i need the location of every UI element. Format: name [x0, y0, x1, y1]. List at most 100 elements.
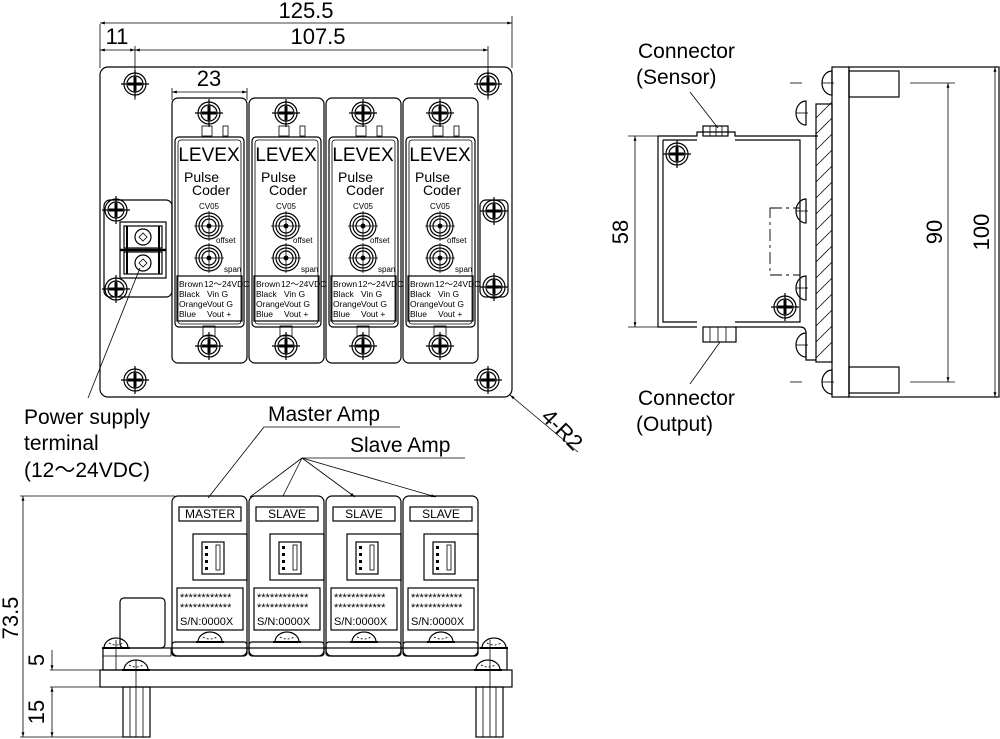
- amp-type-tag: SLAVE: [345, 507, 383, 521]
- sensor-connector: [702, 125, 729, 137]
- offset-label: offset: [216, 236, 236, 245]
- offset-label: offset: [447, 236, 467, 245]
- svg-text:Blue: Blue: [256, 309, 273, 319]
- span-knob[interactable]: [347, 242, 379, 274]
- svg-text:Blue: Blue: [333, 309, 350, 319]
- side-screw-icon: [661, 138, 693, 170]
- leader-corner-radius: [509, 394, 579, 453]
- output-connector-icon: [205, 546, 208, 570]
- mount-screw-icon: [119, 68, 151, 100]
- svg-text:Brown: Brown: [179, 279, 203, 289]
- power-supply-label-1: Power supply: [24, 406, 151, 429]
- dim-total-height: 73.5: [0, 597, 23, 640]
- svg-text:Black: Black: [256, 289, 278, 299]
- master-amp-label: Master Amp: [268, 403, 380, 426]
- mounting-leg: [122, 686, 151, 738]
- label-stars-2: ************: [411, 602, 463, 614]
- leader-master-amp: [207, 426, 265, 499]
- pulse-coder-module: LEVEX Pulse Coder CV05 offset span Brown…: [171, 97, 249, 364]
- model-label: CV05: [430, 202, 451, 211]
- leader-power-supply: [87, 267, 141, 399]
- module-screw-icon: [347, 97, 379, 129]
- amp-module-front: SLAVE ************ ************ S/N:0000…: [248, 495, 325, 657]
- label-stars-1: ************: [411, 592, 463, 604]
- dim-leg-height: 15: [24, 700, 49, 724]
- mount-screw-icon: [472, 364, 504, 396]
- span-knob[interactable]: [270, 242, 302, 274]
- dim-hole-pitch-vertical: 90: [922, 220, 947, 244]
- front-view: 73.5 5 15: [0, 495, 513, 738]
- din-rail-outline: [769, 207, 801, 276]
- model-label: CV05: [276, 202, 297, 211]
- mount-screw-icon: [119, 364, 151, 396]
- svg-text:Blue: Blue: [179, 309, 196, 319]
- svg-text:Vout G: Vout G: [284, 299, 310, 309]
- module-screw-icon: [193, 97, 225, 129]
- amp-type-tag: SLAVE: [422, 507, 460, 521]
- amp-type-tag: SLAVE: [268, 507, 306, 521]
- connector-output-label-1: Connector: [638, 387, 735, 410]
- product-line2: Coder: [269, 182, 307, 198]
- svg-text:Orange: Orange: [256, 299, 285, 309]
- product-line2: Coder: [192, 182, 230, 198]
- svg-text:Black: Black: [410, 289, 432, 299]
- side-leg: [848, 366, 900, 394]
- svg-text:12～24VDC: 12～24VDC: [204, 279, 249, 289]
- dim-hole-pitch: 107.5: [290, 24, 345, 49]
- product-line2: Coder: [423, 182, 461, 198]
- pulse-coder-module: LEVEX Pulse Coder CV05 offset span Brown…: [325, 97, 403, 364]
- svg-text:Orange: Orange: [410, 299, 439, 309]
- side-screw-icon: [769, 291, 801, 323]
- screw-head-icon: [795, 332, 809, 358]
- screw-head-icon: [479, 637, 509, 649]
- serial-number: S/N:0000X: [257, 616, 311, 628]
- screw-head-icon: [821, 70, 835, 96]
- dim-base-thickness: 5: [24, 654, 49, 666]
- offset-label: offset: [293, 236, 313, 245]
- product-line2: Coder: [346, 182, 384, 198]
- power-supply-label-3: (12～24VDC): [24, 459, 150, 482]
- svg-text:Vin G: Vin G: [207, 289, 228, 299]
- label-stars-2: ************: [180, 602, 232, 614]
- brand-label: LEVEX: [255, 145, 317, 166]
- span-label: span: [455, 265, 472, 274]
- model-label: CV05: [199, 202, 220, 211]
- screw-head-icon: [195, 631, 225, 643]
- span-knob[interactable]: [424, 242, 456, 274]
- label-stars-1: ************: [257, 592, 309, 604]
- dim-overall-height: 100: [969, 214, 994, 251]
- span-knob[interactable]: [193, 242, 225, 274]
- leader-connector-sensor: [689, 91, 719, 129]
- mount-screw-icon: [472, 68, 504, 100]
- svg-text:Vout G: Vout G: [438, 299, 464, 309]
- screw-head-icon: [795, 198, 809, 224]
- model-label: CV05: [353, 202, 374, 211]
- svg-text:Vin G: Vin G: [284, 289, 305, 299]
- dim-module-width: 23: [197, 66, 221, 91]
- svg-text:12～24VDC: 12～24VDC: [435, 279, 480, 289]
- svg-text:Vout G: Vout G: [361, 299, 387, 309]
- label-stars-1: ************: [334, 592, 386, 604]
- module-screw-icon: [424, 97, 456, 129]
- product-line1: Pulse: [184, 169, 219, 185]
- screw-head-icon: [821, 369, 835, 395]
- svg-text:Vin G: Vin G: [438, 289, 459, 299]
- amp-type-tag: MASTER: [185, 507, 235, 521]
- slave-amp-label: Slave Amp: [350, 434, 450, 457]
- leader-slave-amp: [282, 457, 303, 497]
- svg-text:Orange: Orange: [179, 299, 208, 309]
- brand-label: LEVEX: [178, 145, 240, 166]
- svg-text:Black: Black: [333, 289, 355, 299]
- offset-label: offset: [370, 236, 390, 245]
- dim-hole-offset: 11: [106, 24, 129, 49]
- screw-head-icon: [426, 631, 456, 643]
- top-view: 125.5 11 107.5 23: [24, 0, 588, 499]
- svg-text:Brown: Brown: [333, 279, 357, 289]
- base-plate: [99, 66, 513, 398]
- screw-head-icon: [473, 659, 503, 671]
- amp-module-front: SLAVE ************ ************ S/N:0000…: [325, 495, 402, 657]
- side-leg: [848, 70, 900, 98]
